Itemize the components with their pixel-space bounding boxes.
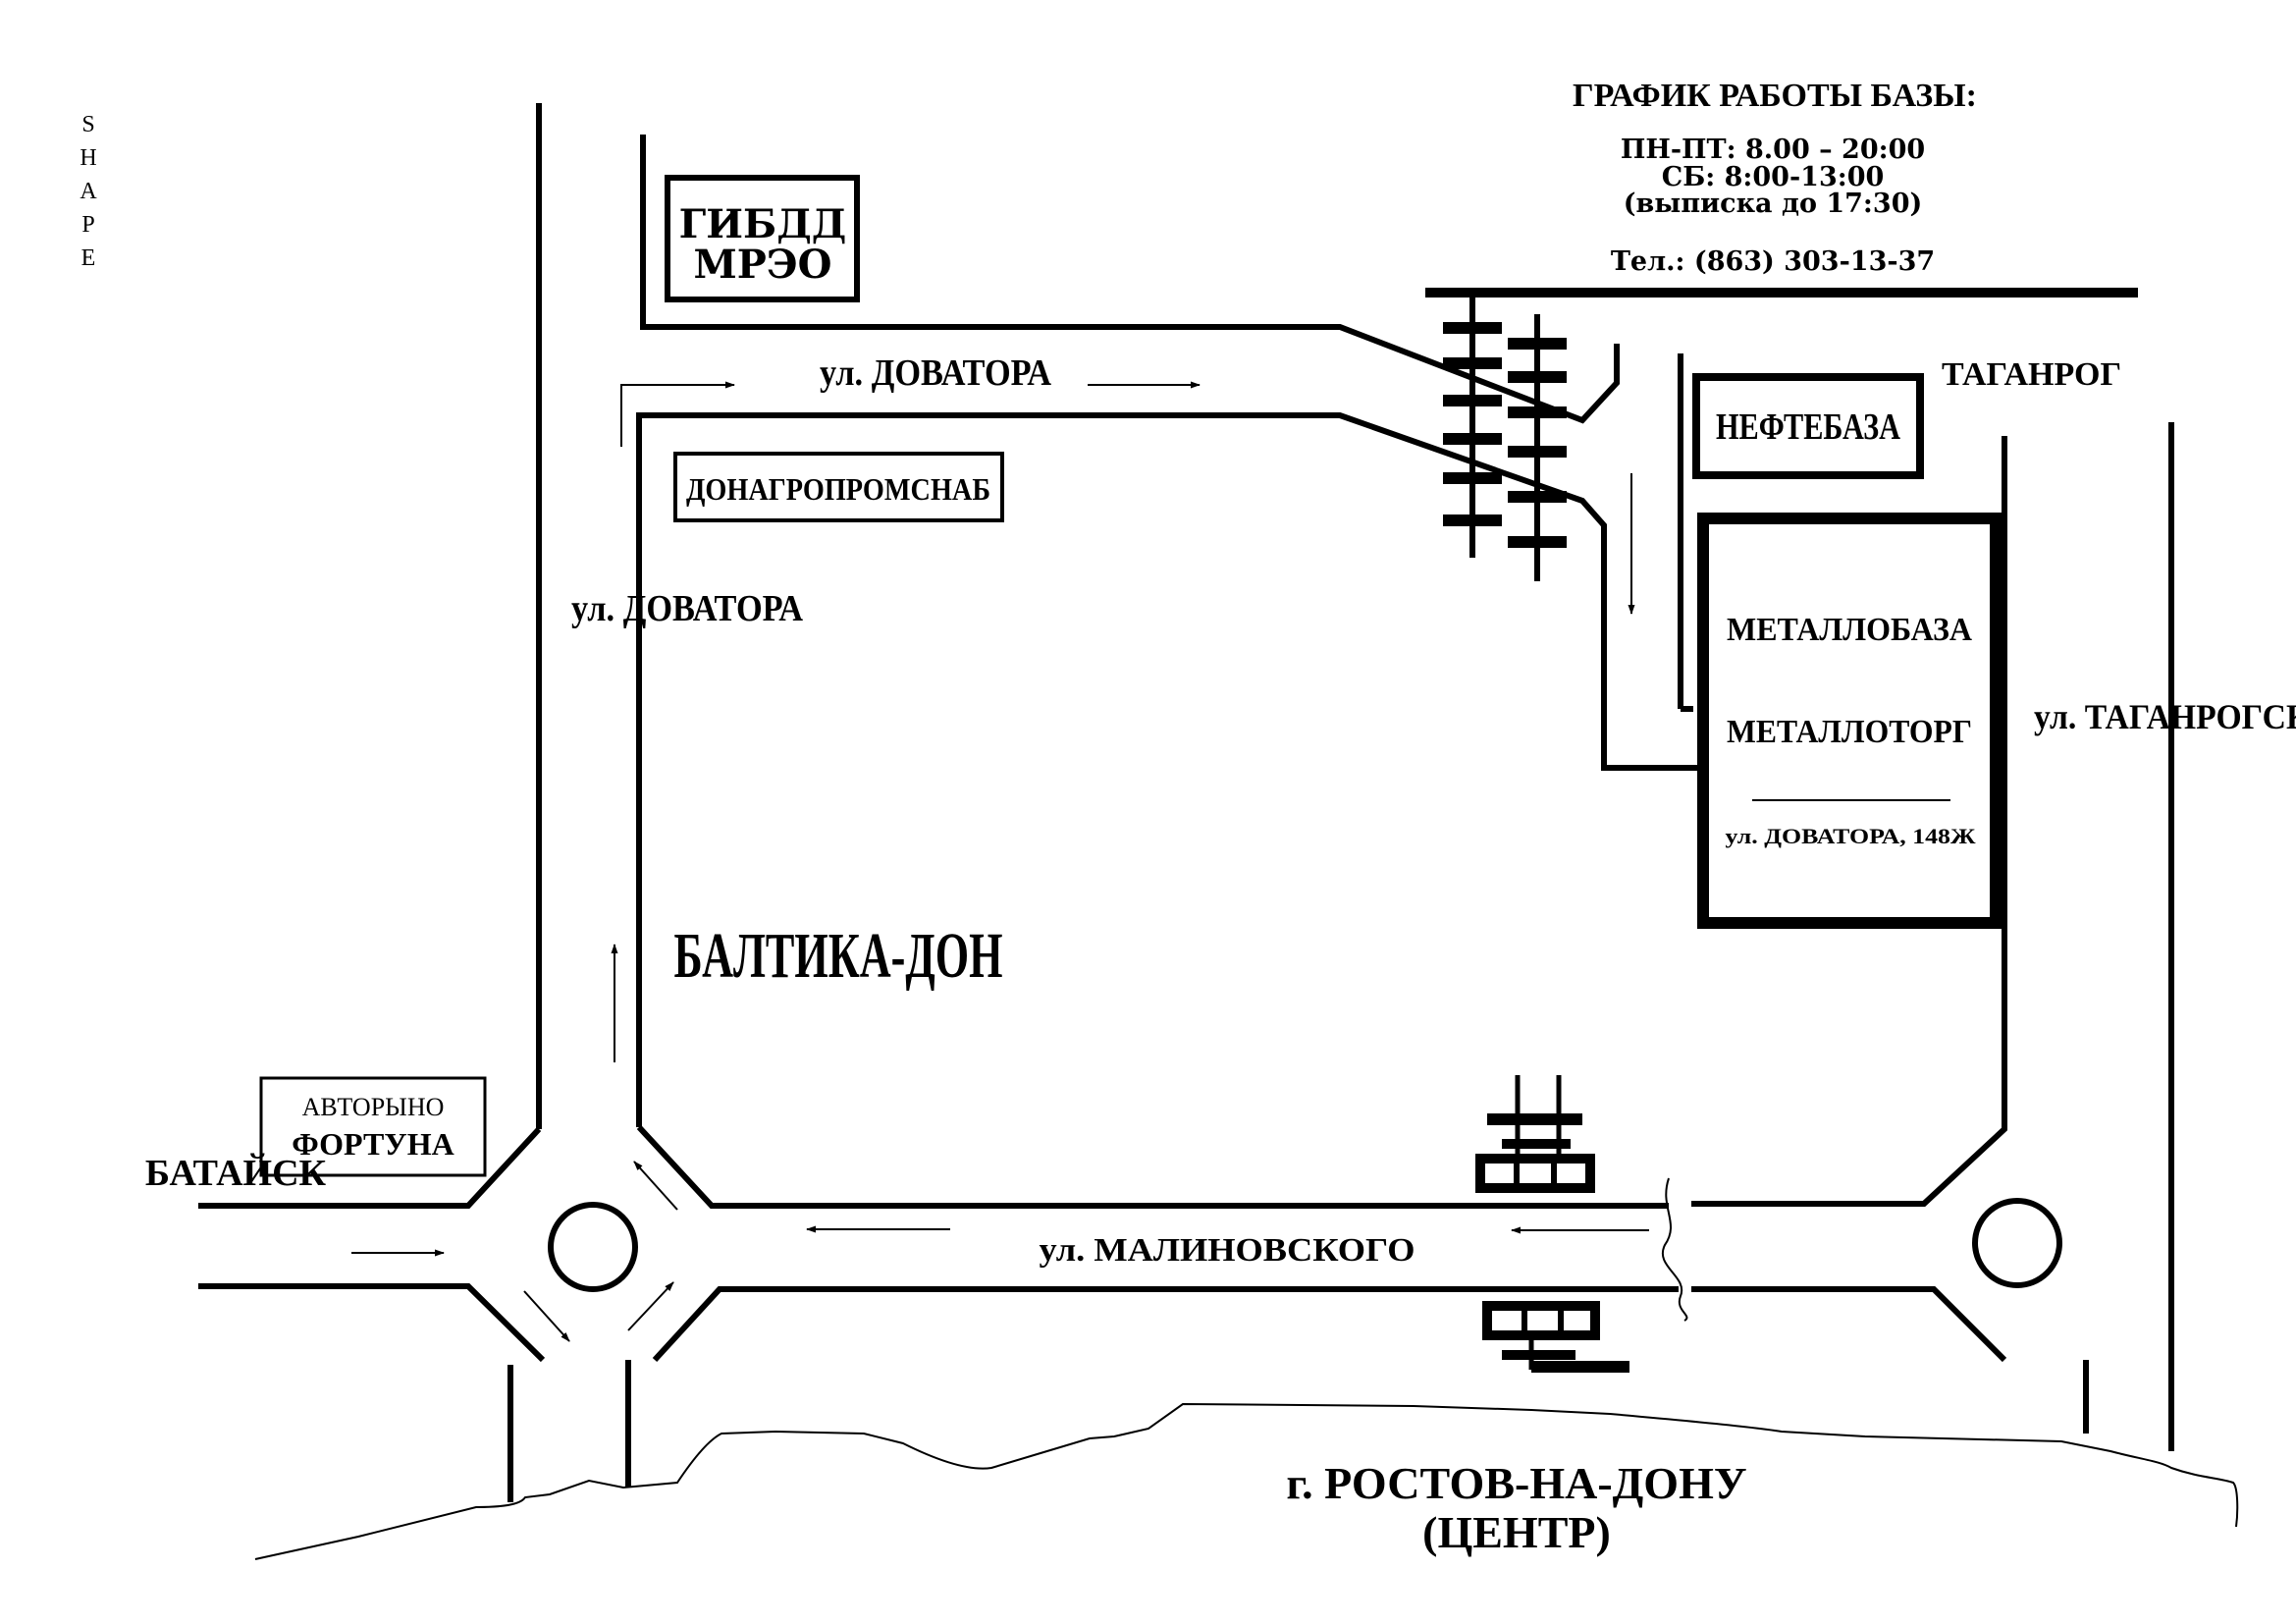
road-left-outer-corner xyxy=(198,1126,542,1209)
bridge-north xyxy=(1475,1075,1595,1193)
city-rostov: г. РОСТОВ-НА-ДОНУ xyxy=(1286,1458,1746,1508)
schedule: ГРАФИК РАБОТЫ БАЗЫ: ПН-ПТ: 8.00 – 20:00 … xyxy=(1573,78,1977,277)
road-break-line xyxy=(1661,1177,1688,1322)
railway xyxy=(1443,295,1567,581)
avtorynok-box xyxy=(259,1076,487,1177)
bridge-south xyxy=(1482,1301,1629,1373)
street-dovatora-top: ул. ДОВАТОРА xyxy=(820,352,1052,394)
shape-letter: H xyxy=(80,145,97,171)
gibdd-box xyxy=(665,175,860,302)
schedule-note: (выписка до 17:30) xyxy=(1624,189,1923,219)
donagro-box xyxy=(673,452,1004,522)
city-bataysk: БАТАЙСК xyxy=(145,1153,327,1194)
street-taganrogskaya: ул. ТАГАНРОГСКАЯ xyxy=(2034,697,2296,736)
schedule-saturday: СБ: 8:00-13:00 xyxy=(1662,162,1885,192)
shape-vertical-label: S H A P E xyxy=(77,108,100,275)
shape-letter: A xyxy=(80,179,97,204)
schedule-weekdays: ПН-ПТ: 8.00 – 20:00 xyxy=(1621,135,1925,165)
arrow-turn-right xyxy=(620,381,735,447)
road-taganrog-block xyxy=(1691,436,2007,1207)
shape-letter: P xyxy=(81,212,95,238)
shape-letter: S xyxy=(81,112,95,137)
fortuna-label: ФОРТУНА xyxy=(292,1126,454,1162)
road-taganrog-southeast xyxy=(1691,1286,2007,1363)
schedule-title: ГРАФИК РАБОТЫ БАЗЫ: xyxy=(1573,78,1977,114)
address-label: ул. ДОВАТОРА, 148Ж xyxy=(1726,824,1976,848)
donagro-label: ДОНАГРОПРОМСНАБ xyxy=(686,471,990,507)
street-dovatora-left: ул. ДОВАТОРА xyxy=(571,588,804,629)
schedule-phone: Тел.: (863) 303-13-37 xyxy=(1611,246,1935,277)
city-taganrog: ТАГАНРОГ xyxy=(1942,356,2121,393)
road-dovatora-north-edge xyxy=(640,135,1620,424)
river-coastline xyxy=(254,1402,2239,1560)
metallobaza-box xyxy=(1697,513,2002,929)
avtorynok-label: АВТОРЫНО xyxy=(302,1093,445,1121)
neftebaza-box xyxy=(1692,373,1924,479)
arrow-roundabout-se xyxy=(627,1281,674,1331)
roundabout-west xyxy=(548,1202,638,1292)
street-malinovskogo: ул. МАЛИНОВСКОГО xyxy=(1040,1232,1415,1269)
metallotorg-label: МЕТАЛЛОТОРГ xyxy=(1727,714,1972,750)
shape-letter: E xyxy=(80,245,96,271)
mreo-label: МРЭО xyxy=(693,242,831,288)
plant-baltika-don: БАЛТИКА-ДОН xyxy=(674,920,1003,992)
neftebaza-label: НЕФТЕБАЗА xyxy=(1716,406,1900,448)
roundabout-east xyxy=(1972,1198,2062,1288)
roads xyxy=(198,103,2174,1502)
road-block-southwest-corner xyxy=(636,1124,1669,1209)
road-malinovskogo-south-mid xyxy=(652,1286,1679,1363)
arrow-roundabout-ne xyxy=(633,1161,678,1211)
metallobaza-label: МЕТАЛЛОБАЗА xyxy=(1727,612,1972,648)
city-rostov-center: (ЦЕНТР) xyxy=(1422,1507,1611,1557)
traffic-arrows xyxy=(351,381,1649,1342)
gibdd-label: ГИБДД xyxy=(679,201,847,247)
road-malinovskogo-south-west xyxy=(198,1283,546,1363)
arrow-roundabout-sw xyxy=(523,1290,570,1342)
